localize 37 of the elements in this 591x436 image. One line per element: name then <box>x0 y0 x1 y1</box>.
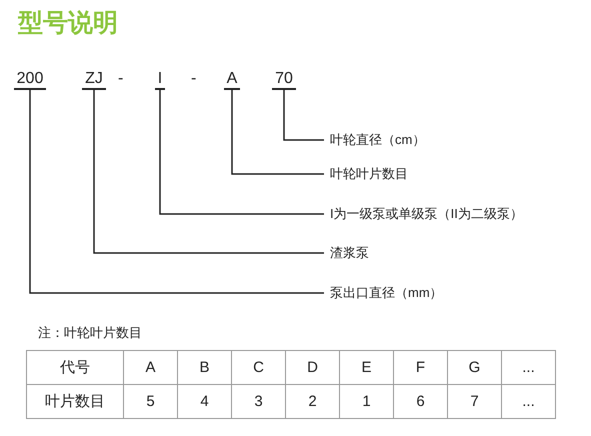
table-cell: 7 <box>448 384 502 418</box>
model-code-segment: A <box>224 70 240 90</box>
model-code-segment: 200 <box>14 70 46 90</box>
note-text: 注：叶轮叶片数目 <box>38 324 142 342</box>
table-cell: ... <box>502 350 556 384</box>
leader-line <box>93 90 324 254</box>
table-cell: ... <box>502 384 556 418</box>
explanation-text: 叶轮叶片数目 <box>330 166 408 182</box>
separator-dash: - <box>191 70 196 88</box>
explanation-text: 叶轮直径（cm） <box>330 132 426 148</box>
row-header-cell: 叶片数目 <box>26 384 124 418</box>
table-cell: 5 <box>124 384 178 418</box>
title: 型号说明 <box>18 8 118 39</box>
table-cell: D <box>286 350 340 384</box>
table-cell: 4 <box>178 384 232 418</box>
table-cell: C <box>232 350 286 384</box>
model-code-segment: ZJ <box>82 70 106 90</box>
leader-line <box>231 90 324 175</box>
explanation-text: I为一级泵或单级泵（II为二级泵） <box>330 206 523 222</box>
table-cell: 6 <box>394 384 448 418</box>
row-header-cell: 代号 <box>26 350 124 384</box>
table-cell: 3 <box>232 384 286 418</box>
table-cell: A <box>124 350 178 384</box>
model-code-segment: 70 <box>272 70 296 90</box>
leader-line <box>29 90 324 294</box>
leader-line <box>283 90 324 141</box>
table-cell: 2 <box>286 384 340 418</box>
leader-line <box>159 90 324 215</box>
table-cell: E <box>340 350 394 384</box>
separator-dash: - <box>118 70 124 88</box>
table-cell: 1 <box>340 384 394 418</box>
table-cell: F <box>394 350 448 384</box>
explanation-text: 泵出口直径（mm） <box>330 285 443 301</box>
table-cell: B <box>178 350 232 384</box>
model-code-segment: I <box>154 70 166 90</box>
explanation-text: 渣浆泵 <box>330 245 369 261</box>
table-cell: G <box>448 350 502 384</box>
